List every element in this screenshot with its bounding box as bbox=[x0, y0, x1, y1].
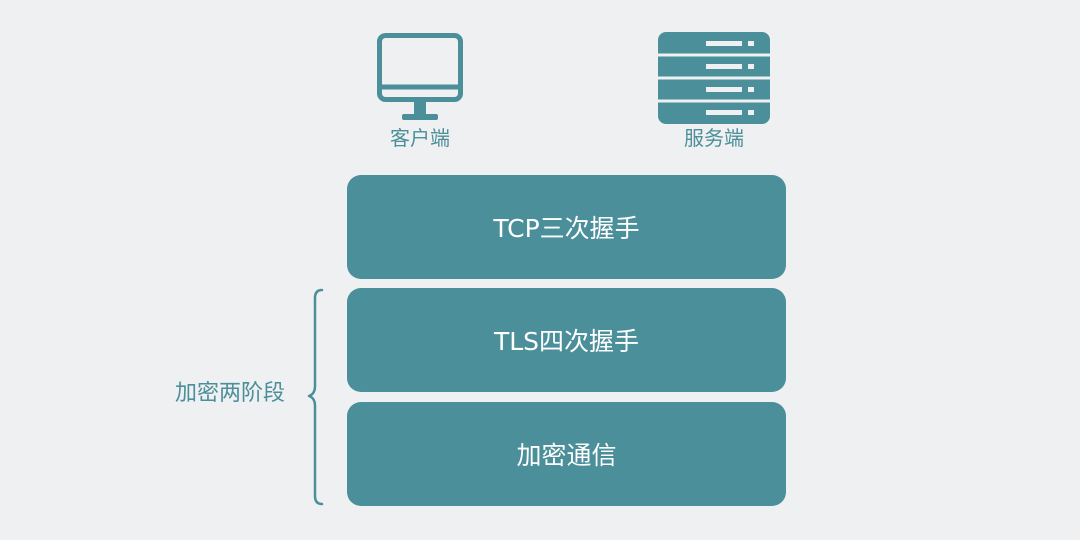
layer-encrypted-communication: 加密通信 bbox=[347, 402, 786, 506]
client-label: 客户端 bbox=[390, 126, 450, 150]
phase-bracket bbox=[307, 288, 324, 506]
layer-tls-handshake: TLS四次握手 bbox=[347, 288, 786, 392]
layer-label: 加密通信 bbox=[516, 441, 617, 470]
layer-label: TLS四次握手 bbox=[493, 327, 640, 356]
layer-tcp-handshake: TCP三次握手 bbox=[347, 175, 786, 279]
monitor-icon bbox=[377, 33, 463, 120]
phase-label: 加密两阶段 bbox=[174, 381, 285, 406]
server-rack-icon bbox=[658, 32, 770, 124]
server-label: 服务端 bbox=[684, 126, 744, 150]
layer-label: TCP三次握手 bbox=[493, 214, 640, 243]
